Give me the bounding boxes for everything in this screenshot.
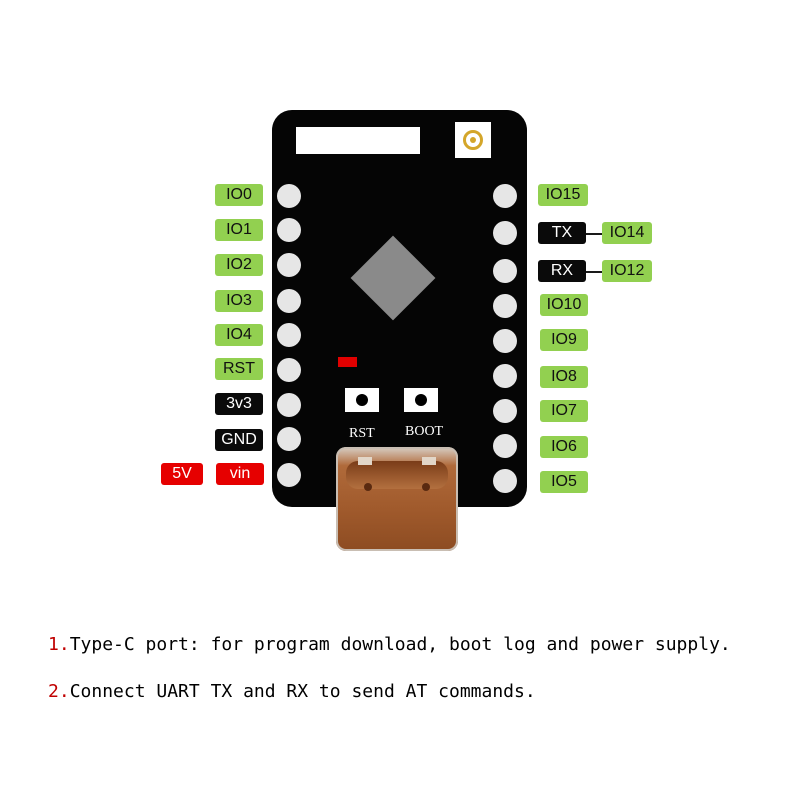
pin-right-2 bbox=[493, 221, 517, 245]
pin-left-6 bbox=[277, 358, 301, 382]
pin-left-7 bbox=[277, 393, 301, 417]
note-type-c: 1.Type-C port: for program download, boo… bbox=[48, 634, 731, 655]
rst-button-label: RST bbox=[349, 426, 375, 441]
antenna-connector-icon bbox=[455, 122, 491, 158]
pin-label-vin: vin bbox=[216, 463, 264, 485]
pin-label-3v3: 3v3 bbox=[215, 393, 263, 415]
note-text: Connect UART TX and RX to send AT comman… bbox=[69, 681, 536, 702]
pin-right-1 bbox=[493, 184, 517, 208]
note-text: Type-C port: for program download, boot … bbox=[69, 634, 731, 655]
pin-left-5 bbox=[277, 323, 301, 347]
pin-label-gnd: GND bbox=[215, 429, 263, 451]
pin-right-6 bbox=[493, 364, 517, 388]
pin-left-8 bbox=[277, 427, 301, 451]
note-uart: 2.Connect UART TX and RX to send AT comm… bbox=[48, 681, 536, 702]
rst-button[interactable] bbox=[345, 388, 379, 412]
pin-label-io0: IO0 bbox=[215, 184, 263, 206]
pin-right-9 bbox=[493, 469, 517, 493]
pin-left-2 bbox=[277, 218, 301, 242]
pin-label-tx: TX bbox=[538, 222, 586, 244]
type-c-port bbox=[336, 447, 458, 551]
note-number: 1. bbox=[48, 634, 70, 655]
note-number: 2. bbox=[48, 681, 70, 702]
tx-connector-line bbox=[586, 233, 602, 235]
boot-button[interactable] bbox=[404, 388, 438, 412]
pin-label-io1: IO1 bbox=[215, 219, 263, 241]
pin-label-io6: IO6 bbox=[540, 436, 588, 458]
power-led bbox=[338, 357, 357, 367]
board-label-strip bbox=[296, 127, 420, 154]
pin-right-8 bbox=[493, 434, 517, 458]
pin-label-io15: IO15 bbox=[538, 184, 588, 206]
pin-right-4 bbox=[493, 294, 517, 318]
pin-label-io3: IO3 bbox=[215, 290, 263, 312]
pin-label-io4: IO4 bbox=[215, 324, 263, 346]
pin-label-io2: IO2 bbox=[215, 254, 263, 276]
boot-button-label: BOOT bbox=[405, 424, 444, 439]
pin-left-3 bbox=[277, 253, 301, 277]
pin-label-io10: IO10 bbox=[540, 294, 588, 316]
pin-right-3 bbox=[493, 259, 517, 283]
pin-left-4 bbox=[277, 289, 301, 313]
pin-label-io7: IO7 bbox=[540, 400, 588, 422]
pin-label-io5: IO5 bbox=[540, 471, 588, 493]
pin-label-io12: IO12 bbox=[602, 260, 652, 282]
pin-right-7 bbox=[493, 399, 517, 423]
pin-label-io8: IO8 bbox=[540, 366, 588, 388]
pin-left-1 bbox=[277, 184, 301, 208]
pin-label-io9: IO9 bbox=[540, 329, 588, 351]
pin-label-io14: IO14 bbox=[602, 222, 652, 244]
pin-label-rst: RST bbox=[215, 358, 263, 380]
pin-label-5v: 5V bbox=[161, 463, 203, 485]
pin-left-9 bbox=[277, 463, 301, 487]
pin-label-rx: RX bbox=[538, 260, 586, 282]
rx-connector-line bbox=[586, 271, 602, 273]
pin-right-5 bbox=[493, 329, 517, 353]
